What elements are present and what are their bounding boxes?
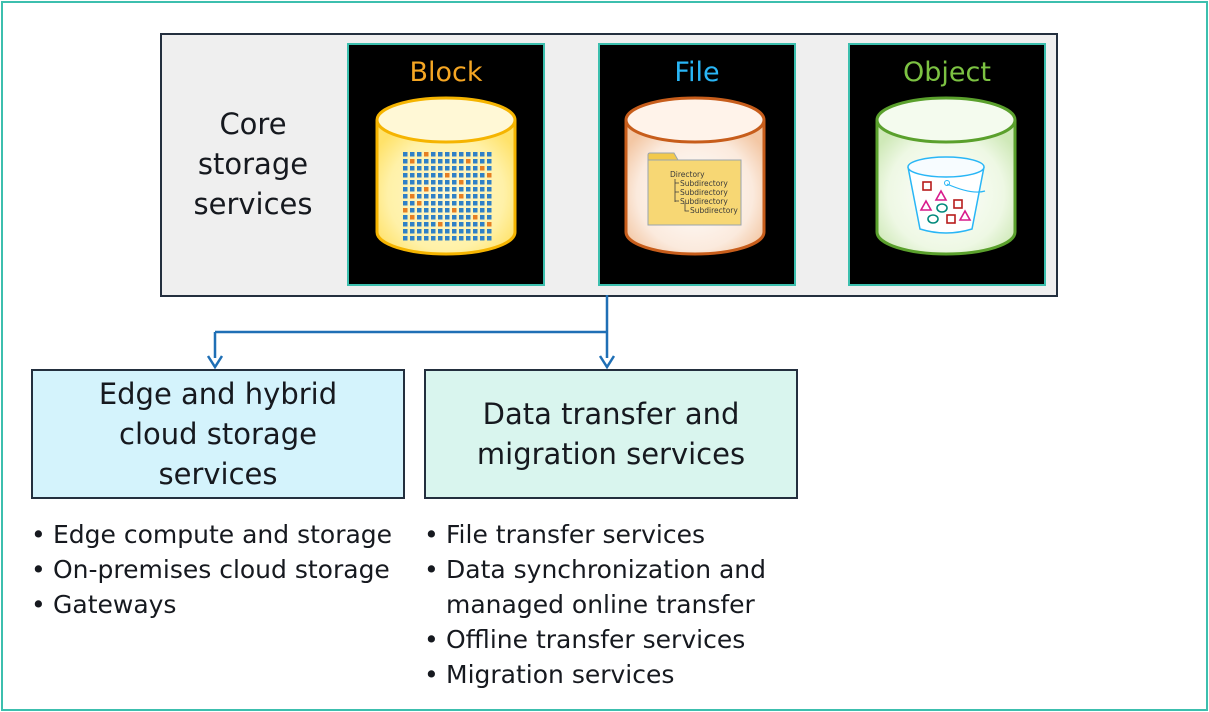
list-item: Offline transfer services: [424, 622, 784, 657]
data-transfer-list: File transfer services Data synchronizat…: [424, 517, 784, 692]
tree-subdirectory-2: Subdirectory: [680, 188, 728, 197]
edge-hybrid-list: Edge compute and storage On-premises clo…: [31, 517, 411, 622]
tree-directory: Directory: [670, 170, 705, 179]
block-title: Block: [409, 57, 483, 88]
bucket-icon: [907, 156, 986, 234]
folder-icon: [647, 152, 742, 226]
tree-subdirectory-3: Subdirectory: [680, 197, 728, 206]
block-storage-card: Block: [347, 43, 545, 286]
list-item: File transfer services: [424, 517, 784, 552]
block-cylinder-icon: [375, 96, 517, 256]
data-transfer-title: Data transfer and migration services: [476, 397, 746, 471]
file-title: File: [674, 57, 720, 88]
object-storage-card: Object: [848, 43, 1046, 286]
list-item: Data synchronization and managed online …: [424, 552, 784, 622]
list-item: Gateways: [31, 587, 411, 622]
tree-subdirectory-4: Subdirectory: [690, 206, 738, 215]
object-cylinder-icon: [875, 96, 1017, 256]
edge-hybrid-box: Edge and hybrid cloud storage services: [31, 369, 405, 499]
core-storage-label: Core storage services: [193, 107, 313, 221]
edge-hybrid-title: Edge and hybrid cloud storage services: [98, 377, 338, 491]
tree-subdirectory-1: Subdirectory: [680, 179, 728, 188]
file-cylinder-icon: Directory Subdirectory Subdirectory Subd…: [624, 96, 766, 256]
file-storage-card: File Directory Subdirectory Subdirectory…: [598, 43, 796, 286]
list-item: On-premises cloud storage: [31, 552, 411, 587]
list-item: Migration services: [424, 657, 784, 692]
data-transfer-box: Data transfer and migration services: [424, 369, 798, 499]
directory-tree: Directory Subdirectory Subdirectory Subd…: [670, 170, 738, 215]
block-grid-icon: [403, 152, 492, 241]
list-item: Edge compute and storage: [31, 517, 411, 552]
object-title: Object: [903, 57, 991, 88]
